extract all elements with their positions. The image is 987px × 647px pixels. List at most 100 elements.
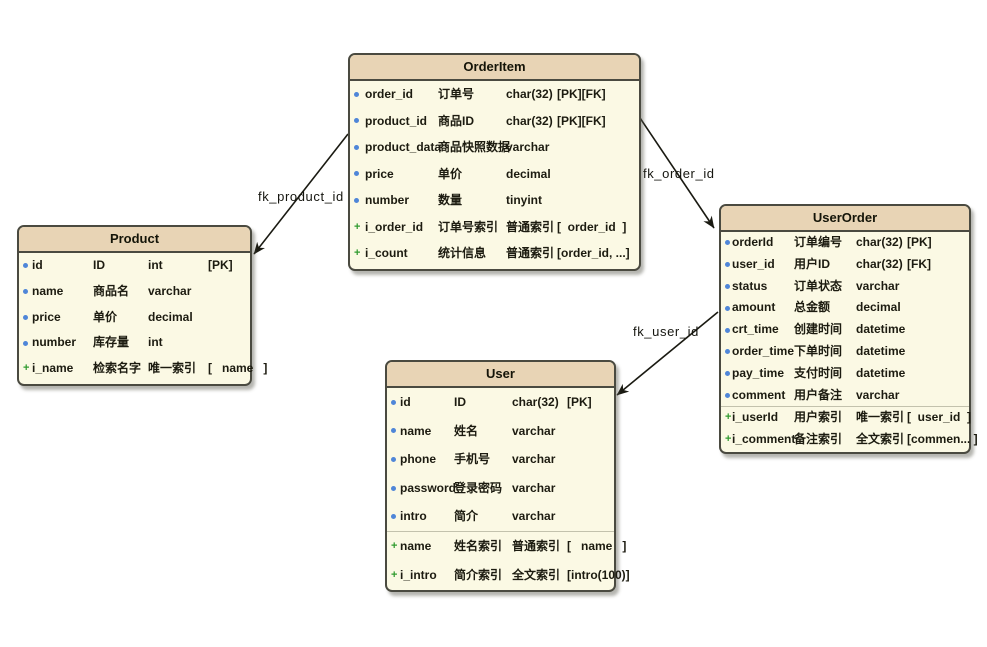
field-comment: 姓名 <box>454 423 479 438</box>
field-comment: 商品名 <box>93 283 130 298</box>
field-name: product_id <box>365 113 427 128</box>
field-type: 普通索引 <box>506 246 555 260</box>
field-comment: 订单号索引 <box>438 219 499 234</box>
table-header[interactable]: UserOrder <box>721 206 969 232</box>
field-extra: [FK] <box>907 256 931 271</box>
field-extra: [PK][FK] <box>557 87 606 101</box>
field-type: varchar <box>856 387 900 402</box>
field-bullet-icon <box>23 330 28 356</box>
field-type: char(32) <box>512 395 559 409</box>
field-comment: 总金额 <box>794 300 831 315</box>
table-row[interactable]: intro 简介 varchar <box>387 502 614 531</box>
field-name: name <box>400 423 432 438</box>
field-name: comment <box>732 387 786 402</box>
field-type: char(32) <box>506 87 553 101</box>
field-name: id <box>32 258 43 272</box>
edge-label-fk-user-id[interactable]: fk_user_id <box>633 324 699 339</box>
field-name: number <box>32 335 77 350</box>
field-comment: 简介 <box>454 509 479 524</box>
field-comment: 库存量 <box>93 335 130 350</box>
table-row[interactable]: crt_time 创建时间 datetime <box>721 319 969 341</box>
edge-label-fk-order-id[interactable]: fk_order_id <box>643 166 715 181</box>
field-comment: 支付时间 <box>794 365 843 380</box>
field-name: price <box>365 166 394 181</box>
field-type: 普通索引 <box>506 219 555 234</box>
field-comment: 创建时间 <box>794 322 843 337</box>
field-extra: [PK] <box>567 395 592 409</box>
field-name: name <box>32 283 64 298</box>
table-header[interactable]: User <box>387 362 614 388</box>
field-bullet-icon <box>354 108 359 135</box>
table-header[interactable]: Product <box>19 227 250 253</box>
field-extra: [ order_id ] <box>557 219 627 234</box>
field-name: crt_time <box>732 322 779 337</box>
field-comment: ID <box>93 258 105 272</box>
edge-label-fk-product-id[interactable]: fk_product_id <box>258 189 344 204</box>
field-extra: [PK] <box>208 258 233 272</box>
field-comment: 数量 <box>438 193 463 207</box>
field-name: intro <box>400 509 427 524</box>
field-bullet-icon <box>23 279 28 305</box>
field-name: orderId <box>732 235 774 249</box>
table-title: UserOrder <box>812 210 878 225</box>
field-comment: 下单时间 <box>794 343 843 358</box>
index-icon: + <box>725 411 732 424</box>
field-comment: 用户索引 <box>794 410 843 425</box>
field-name: id <box>400 395 411 409</box>
index-icon: + <box>391 568 398 581</box>
field-name: order_id <box>365 87 414 101</box>
field-comment: 手机号 <box>454 452 491 467</box>
field-type: datetime <box>856 322 906 337</box>
table-title: OrderItem <box>463 59 526 74</box>
index-icon: + <box>391 539 398 552</box>
field-bullet-icon <box>391 445 396 474</box>
table-title: User <box>486 366 515 381</box>
field-bullet-icon <box>725 319 730 341</box>
table-header[interactable]: OrderItem <box>350 55 639 81</box>
field-bullet-icon <box>391 502 396 531</box>
field-name: price <box>32 309 61 324</box>
field-type: char(32) <box>856 256 903 271</box>
index-icon: + <box>725 433 732 446</box>
field-extra: [commen... ] <box>907 432 978 447</box>
field-bullet-icon <box>725 341 730 363</box>
field-type: varchar <box>512 509 556 524</box>
field-extra: [ name ] <box>208 361 268 376</box>
field-bullet-icon <box>354 134 359 161</box>
